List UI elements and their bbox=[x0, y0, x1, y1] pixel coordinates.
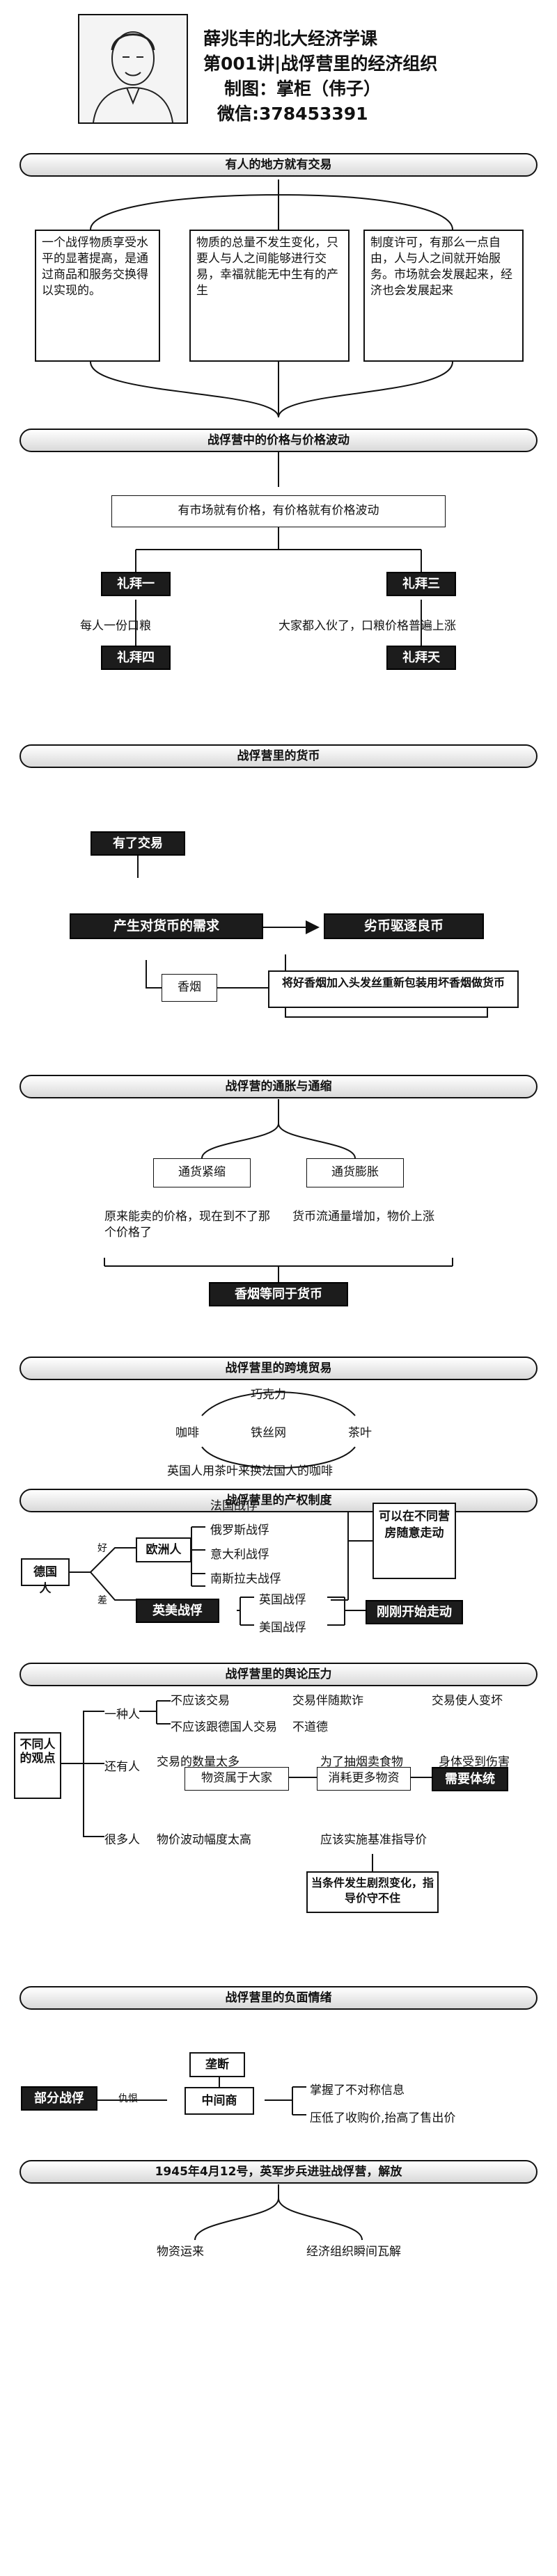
portrait-sketch bbox=[93, 31, 173, 122]
deflation-box: 通货紧缩 bbox=[153, 1158, 251, 1187]
europeans-node: 欧洲人 bbox=[136, 1537, 191, 1562]
chain-1: 物资属于大家 bbox=[185, 1767, 289, 1791]
europe-item-4: 南斯拉夫战俘 bbox=[210, 1572, 281, 1586]
deflation-note: 原来能卖的价格，现在到不了那个价格了 bbox=[104, 1210, 270, 1240]
europe-item-1: 法国战俘 bbox=[210, 1499, 258, 1513]
monopoly-label: 垄断 bbox=[189, 2052, 245, 2077]
hatred-link: 仇恨 bbox=[118, 2093, 138, 2104]
price-main: 有市场就有价格，有价格就有价格波动 bbox=[111, 495, 446, 527]
trade-box-2: 物质的总量不发生变化，只要人与人之间能够进行交易，幸福就能无中生有的产生 bbox=[189, 230, 350, 362]
opinion-r4-1: 物价波动幅度太高 bbox=[157, 1833, 251, 1847]
lecture-title: 第001讲|战俘营里的经济组织 bbox=[203, 54, 438, 74]
bad-money: 劣币驱逐良币 bbox=[324, 913, 484, 939]
chain-2: 消耗更多物资 bbox=[317, 1767, 411, 1791]
day-sunday: 礼拜天 bbox=[386, 646, 456, 671]
anglo-node: 英美战俘 bbox=[136, 1599, 219, 1624]
inflation-box: 通货膨胀 bbox=[306, 1158, 404, 1187]
some-pows: 部分战俘 bbox=[21, 2086, 97, 2111]
section-title-property: 战俘营里的产权制度 bbox=[19, 1489, 538, 1512]
trade-bottom: 英国人用茶叶来换法国人的咖啡 bbox=[167, 1464, 333, 1478]
anglo-item-2: 美国战俘 bbox=[259, 1621, 306, 1635]
wechat-id: 微信:378453391 bbox=[217, 104, 368, 124]
opinion-r2-1: 不应该跟德国人交易 bbox=[171, 1720, 277, 1734]
inflation-note: 货币流通量增加，物价上涨 bbox=[292, 1210, 434, 1224]
section-title-money: 战俘营里的货币 bbox=[19, 744, 538, 768]
section-title-crossborder: 战俘营里的跨境贸易 bbox=[19, 1357, 538, 1380]
section-title-opinion: 战俘营里的舆论压力 bbox=[19, 1663, 538, 1686]
author-credit: 制图：掌柜（伟子） bbox=[224, 79, 382, 99]
middleman-item-1: 掌握了不对称信息 bbox=[310, 2083, 405, 2097]
price-guidance-note: 当条件发生剧烈变化，指导价守不住 bbox=[306, 1871, 439, 1913]
opinion-r1-2: 交易伴随欺诈 bbox=[292, 1694, 363, 1708]
cigarette-note: 将好香烟加入头发丝重新包装用坏香烟做货币 bbox=[268, 970, 519, 1008]
opinion-r1-1: 不应该交易 bbox=[171, 1694, 230, 1708]
wednesday-note: 大家都入伙了，口粮价格普遍上涨 bbox=[278, 619, 456, 633]
trade-left: 咖啡 bbox=[175, 1426, 199, 1440]
opinion-r3-1: 交易的数量太多 bbox=[157, 1755, 240, 1769]
chain-3: 需要体统 bbox=[432, 1767, 508, 1792]
monday-note: 每人一份口粮 bbox=[80, 619, 151, 633]
germans-node: 德国人 bbox=[21, 1558, 70, 1596]
anglo-result: 刚刚开始走动 bbox=[366, 1600, 463, 1625]
middleman-item-2: 压低了收购价,抬高了售出价 bbox=[310, 2111, 456, 2125]
money-demand: 产生对货币的需求 bbox=[70, 913, 263, 939]
cigarette-money: 香烟等同于货币 bbox=[209, 1282, 348, 1307]
trade-box-1: 一个战俘物质享受水平的显著提高，是通过商品和服务交换得以实现的。 bbox=[35, 230, 160, 362]
label-bad: 差 bbox=[97, 1595, 107, 1606]
day-monday: 礼拜一 bbox=[101, 572, 171, 597]
opinion-r3-3: 身体受到伤害 bbox=[439, 1755, 510, 1769]
supplies-arrive: 物资运来 bbox=[157, 2245, 204, 2259]
opinion-others: 还有人 bbox=[104, 1760, 140, 1774]
economy-collapse: 经济组织瞬间瓦解 bbox=[306, 2245, 401, 2259]
europe-item-2: 俄罗斯战俘 bbox=[210, 1523, 269, 1537]
opinion-group: 不同人的观点 bbox=[14, 1732, 61, 1799]
trade-center: 铁丝网 bbox=[251, 1426, 286, 1440]
opinion-many: 很多人 bbox=[104, 1833, 140, 1847]
section-title-price: 战俘营中的价格与价格波动 bbox=[19, 429, 538, 452]
middleman-node: 中间商 bbox=[185, 2087, 254, 2115]
section-title-liberation: 1945年4月12号，英军步兵进驻战俘营，解放 bbox=[19, 2160, 538, 2184]
trade-box-3: 制度许可，有那么一点自由，人与人之间就开始服务。市场就会发展起来，经济也会发展起… bbox=[363, 230, 524, 362]
section-title-negative: 战俘营里的负面情绪 bbox=[19, 1986, 538, 2010]
had-trade: 有了交易 bbox=[91, 831, 185, 856]
author-portrait bbox=[78, 14, 188, 124]
cigarette-box: 香烟 bbox=[162, 974, 217, 1002]
opinion-r1-3: 交易使人变坏 bbox=[432, 1694, 503, 1708]
europe-result: 可以在不同营房随意走动 bbox=[372, 1503, 456, 1579]
opinion-r3-2: 为了抽烟卖食物 bbox=[320, 1755, 403, 1769]
trade-right: 茶叶 bbox=[348, 1426, 372, 1440]
section-title-trade: 有人的地方就有交易 bbox=[19, 153, 538, 177]
label-good: 好 bbox=[97, 1543, 107, 1554]
anglo-item-1: 英国战俘 bbox=[259, 1593, 306, 1607]
section-title-inflation: 战俘营的通胀与通缩 bbox=[19, 1075, 538, 1098]
day-wednesday: 礼拜三 bbox=[386, 572, 456, 597]
europe-item-3: 意大利战俘 bbox=[210, 1548, 269, 1562]
opinion-r4-2: 应该实施基准指导价 bbox=[320, 1833, 427, 1847]
opinion-r2-2: 不道德 bbox=[292, 1720, 328, 1734]
day-thursday: 礼拜四 bbox=[101, 646, 171, 671]
trade-top: 巧克力 bbox=[251, 1388, 286, 1402]
course-title: 薛兆丰的北大经济学课 bbox=[203, 29, 378, 49]
opinion-some: 一种人 bbox=[104, 1708, 140, 1722]
